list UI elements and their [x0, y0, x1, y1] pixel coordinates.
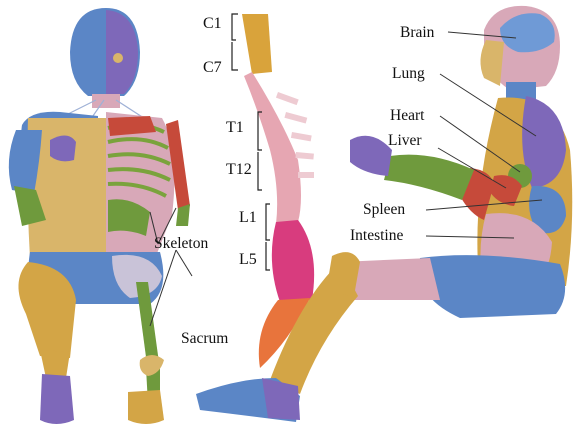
thoracic-vertebrae — [244, 72, 301, 224]
spine-label-l5: L5 — [239, 252, 257, 268]
face-profile — [480, 40, 504, 86]
spine-label-c7: C7 — [203, 60, 222, 76]
brain-label: Brain — [400, 25, 434, 41]
heart-label: Heart — [390, 108, 424, 124]
left-foot — [40, 374, 74, 424]
spine-label-t12: T12 — [226, 162, 252, 178]
intestine-label: Intestine — [350, 228, 403, 244]
spleen-label: Spleen — [363, 202, 405, 218]
sacrum-label: Sacrum — [181, 331, 228, 347]
lumbar-vertebrae — [272, 220, 314, 302]
liver-label: Liver — [388, 133, 422, 149]
side-pelvis — [419, 255, 565, 318]
left-shin — [40, 350, 70, 378]
spine-label-c1: C1 — [203, 16, 222, 32]
right-knee — [140, 355, 164, 376]
neck — [92, 94, 120, 108]
spine-label-l1: L1 — [239, 210, 257, 226]
eye-detail — [113, 53, 123, 63]
front-body-model — [9, 8, 190, 424]
lung-label: Lung — [392, 66, 425, 82]
side-hand — [350, 136, 392, 176]
skeleton-label: Skeleton — [154, 236, 208, 252]
cervical-vertebrae — [242, 14, 272, 74]
spine-label-t1: T1 — [226, 120, 244, 136]
left-hand — [50, 135, 76, 161]
right-foot-bones — [128, 390, 164, 424]
